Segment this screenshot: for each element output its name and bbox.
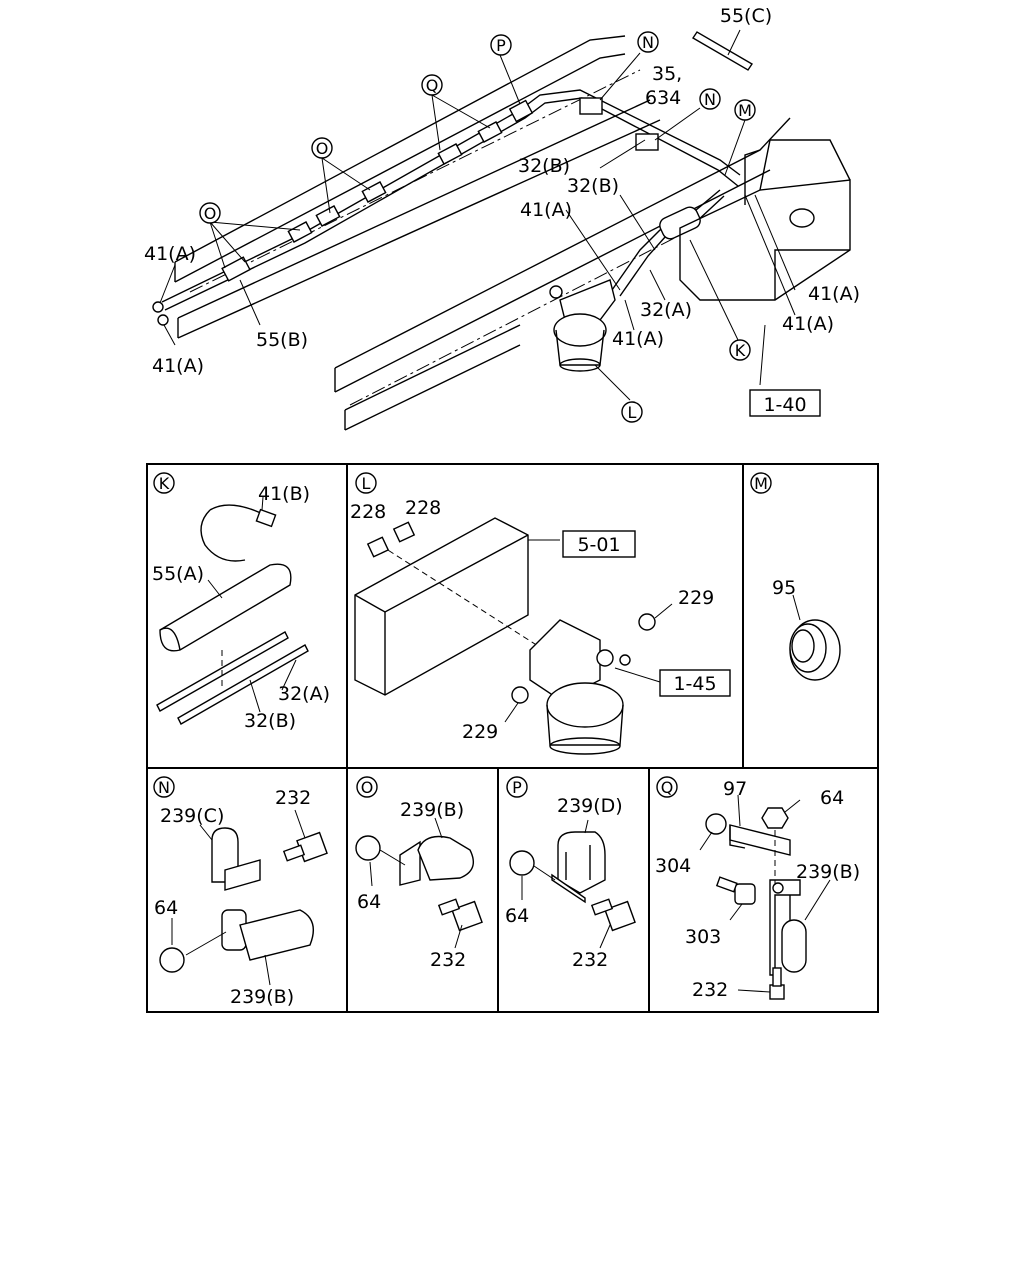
callout-q-text: Q	[426, 76, 439, 95]
panel-o-tag: O	[361, 778, 374, 797]
callout-k: K	[729, 339, 751, 361]
label-32b-2: 32(B)	[567, 175, 619, 197]
panel-o: O 239(B) 64 232	[355, 776, 483, 971]
panel-n-label-239c: 239(C)	[160, 805, 224, 827]
callout-p: P	[490, 34, 512, 56]
panel-q-label-232: 232	[692, 979, 728, 1001]
callout-p-text: P	[496, 36, 506, 55]
panel-k-label-41b: 41(B)	[258, 483, 310, 505]
label-634: 634	[645, 87, 681, 109]
panel-p: P 239(D) 64 232	[505, 776, 636, 971]
label-55c: 55(C)	[720, 5, 772, 27]
panel-p-tag: P	[512, 778, 522, 797]
main-assembly-view: N P Q O O N M K	[144, 5, 860, 431]
panel-k: K 41(B) 55(A) 32(A) 32(B)	[152, 472, 330, 732]
panel-l-label-229a: 229	[678, 587, 714, 609]
callout-n-mid: N	[699, 88, 721, 110]
callout-q: Q	[421, 74, 443, 96]
callout-o-upper: O	[311, 137, 333, 159]
panel-m-tag: M	[754, 474, 768, 493]
label-55b: 55(B)	[256, 329, 308, 351]
panel-k-tag: K	[159, 474, 170, 493]
panel-o-label-239b: 239(B)	[400, 799, 464, 821]
panel-o-label-232: 232	[430, 949, 466, 971]
panel-n-label-232: 232	[275, 787, 311, 809]
ref-box-5-01: 5-01	[562, 530, 636, 558]
panel-k-label-32b: 32(B)	[244, 710, 296, 732]
ref-1-45-text: 1-45	[673, 673, 716, 695]
panel-o-label-64: 64	[357, 891, 381, 913]
clip-41a-left	[152, 301, 169, 326]
panel-l-label-228b: 228	[405, 497, 441, 519]
panel-n: N 239(C) 232 64 239(B)	[153, 776, 328, 1008]
panel-q-label-97: 97	[723, 778, 747, 800]
fuel-tank	[679, 139, 851, 301]
label-41a-left-up: 41(A)	[144, 243, 196, 265]
detail-panel-grid	[146, 463, 879, 1013]
callout-l-text: L	[628, 403, 637, 422]
callout-k-text: K	[735, 341, 746, 360]
panel-q-label-239b: 239(B)	[796, 861, 860, 883]
label-41a-r2: 41(A)	[782, 313, 834, 335]
panel-m: M 95	[750, 472, 841, 681]
panel-n-tag: N	[158, 778, 170, 797]
callout-o-upper-text: O	[316, 139, 329, 158]
panel-q-label-64: 64	[820, 787, 844, 809]
panel-n-label-239b: 239(B)	[230, 986, 294, 1008]
panel-q-label-303: 303	[685, 926, 721, 948]
callout-m: M	[734, 99, 756, 121]
ref-5-01-text: 5-01	[577, 534, 620, 556]
label-41a-r1: 41(A)	[808, 283, 860, 305]
label-41a-left-down: 41(A)	[152, 355, 204, 377]
panel-q: Q 97 64 304 239(B) 303 232	[655, 776, 860, 1001]
sleeve-55c	[692, 31, 753, 71]
callout-m-text: M	[738, 101, 752, 120]
label-32a: 32(A)	[640, 299, 692, 321]
line-clips	[221, 97, 701, 282]
callout-n-top: N	[637, 31, 659, 53]
panel-l-label-229b: 229	[462, 721, 498, 743]
ref-box-1-45: 1-45	[659, 669, 731, 697]
leader-lines	[159, 29, 796, 401]
panel-l-tag: L	[362, 474, 371, 493]
panel-k-label-55a: 55(A)	[152, 563, 204, 585]
panel-p-label-64: 64	[505, 905, 529, 927]
panel-l-label-228a: 228	[350, 501, 386, 523]
label-41a-mid: 41(A)	[612, 328, 664, 350]
label-35: 35,	[652, 63, 682, 85]
panel-p-label-239d: 239(D)	[557, 795, 623, 817]
label-41a-top: 41(A)	[520, 199, 572, 221]
panel-l: L 228 228 5-01 229 1-45 229	[350, 472, 731, 755]
callout-o-lower: O	[199, 202, 221, 224]
callout-n-mid-text: N	[704, 90, 716, 109]
panel-q-tag: Q	[661, 778, 674, 797]
ref-1-40-text: 1-40	[763, 394, 806, 416]
callout-o-lower-text: O	[204, 204, 217, 223]
panel-n-label-64: 64	[154, 897, 178, 919]
callout-l: L	[621, 401, 643, 423]
panel-m-label-95: 95	[772, 577, 796, 599]
panel-p-label-232: 232	[572, 949, 608, 971]
panel-k-label-32a: 32(A)	[278, 683, 330, 705]
ref-box-1-40: 1-40	[749, 389, 821, 417]
fuel-filter	[549, 279, 616, 372]
callout-n-top-text: N	[642, 33, 654, 52]
panel-q-label-304: 304	[655, 855, 691, 877]
label-32b-1: 32(B)	[518, 155, 570, 177]
